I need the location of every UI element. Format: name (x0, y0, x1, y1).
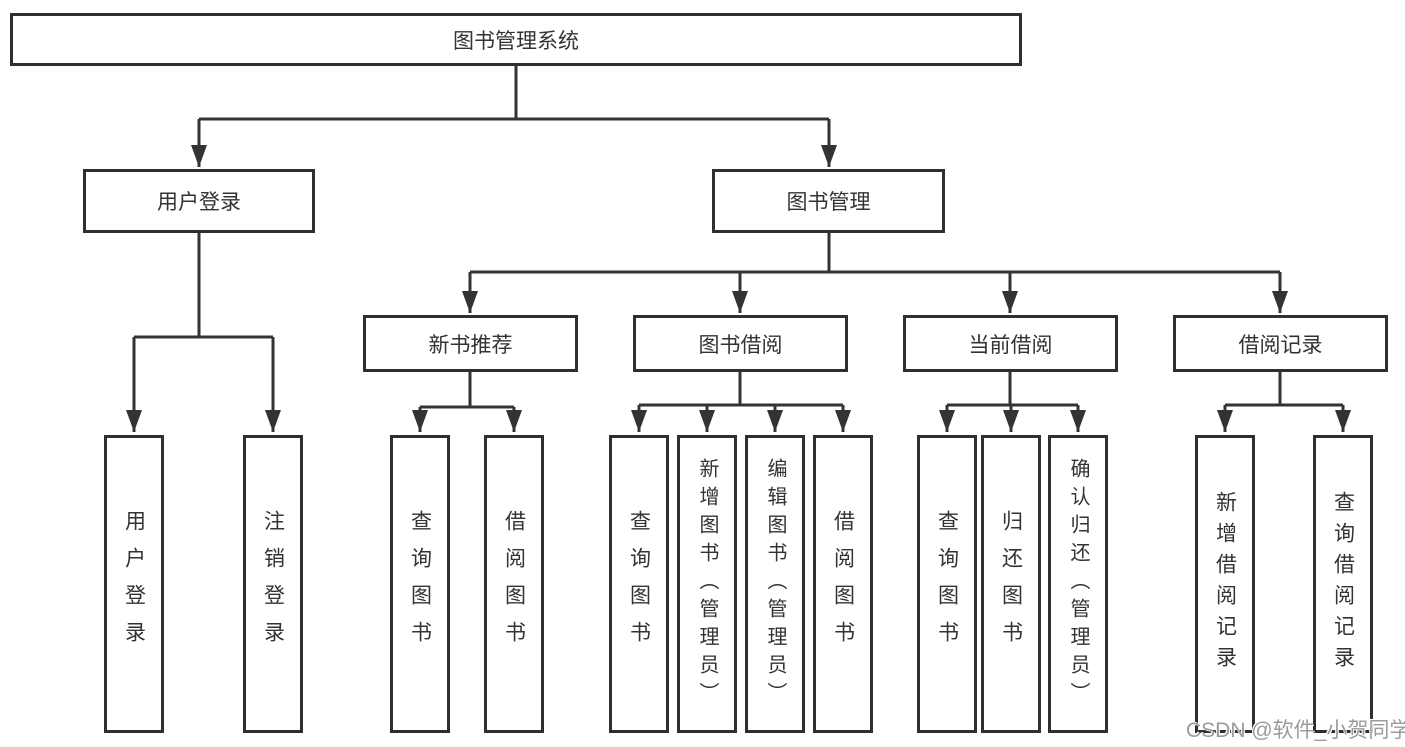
node-user-login: 用户登录 (83, 169, 315, 233)
leaf-query-borrow-record: 查询借阅记录 (1313, 435, 1373, 733)
leaf-add-books-admin: 新增图书（管理员） (677, 435, 737, 733)
leaf-query-books-current: 查询图书 (917, 435, 977, 733)
node-new-book-recommend: 新书推荐 (363, 315, 578, 372)
node-book-borrow: 图书借阅 (633, 315, 848, 372)
node-label: 图书管理系统 (453, 29, 579, 53)
leaf-edit-books-admin: 编辑图书（管理员） (745, 435, 805, 733)
leaf-return-books: 归还图书 (981, 435, 1041, 733)
node-label: 确认归还（管理员） (1067, 458, 1089, 710)
node-current-borrow: 当前借阅 (903, 315, 1118, 372)
leaf-borrow-books-recommend: 借阅图书 (484, 435, 544, 733)
node-label: 用户登录 (122, 510, 146, 658)
node-label: 图书管理 (786, 191, 871, 214)
node-label: 当前借阅 (968, 333, 1053, 357)
csdn-watermark: CSDN @软件_小贺同学 (1186, 719, 1405, 742)
node-label: 用户登录 (157, 191, 241, 214)
leaf-add-borrow-record: 新增借阅记录 (1195, 435, 1255, 733)
leaf-borrow-books: 借阅图书 (813, 435, 873, 733)
leaf-confirm-return-admin: 确认归还（管理员） (1048, 435, 1108, 733)
node-label: 图书借阅 (698, 333, 783, 357)
node-label: 借阅图书 (502, 510, 526, 658)
node-label: 注销登录 (261, 510, 285, 658)
leaf-query-books-borrow: 查询图书 (609, 435, 669, 733)
node-label: 借阅记录 (1238, 333, 1323, 357)
node-root-system: 图书管理系统 (10, 13, 1022, 66)
node-label: 查询图书 (408, 510, 432, 658)
node-label: 新增图书（管理员） (696, 458, 718, 710)
leaf-logout: 注销登录 (243, 435, 303, 733)
node-label: 查询图书 (627, 510, 651, 658)
node-borrow-records: 借阅记录 (1173, 315, 1388, 372)
node-label: 新书推荐 (428, 333, 513, 357)
node-label: 新增借阅记录 (1213, 491, 1237, 677)
node-label: 查询借阅记录 (1331, 491, 1355, 677)
leaf-query-books-recommend: 查询图书 (390, 435, 450, 733)
node-book-management: 图书管理 (712, 169, 945, 233)
node-label: 归还图书 (999, 510, 1023, 658)
leaf-user-login: 用户登录 (104, 435, 164, 733)
node-label: 查询图书 (935, 510, 959, 658)
node-label: 借阅图书 (831, 510, 855, 658)
node-label: 编辑图书（管理员） (764, 458, 786, 710)
